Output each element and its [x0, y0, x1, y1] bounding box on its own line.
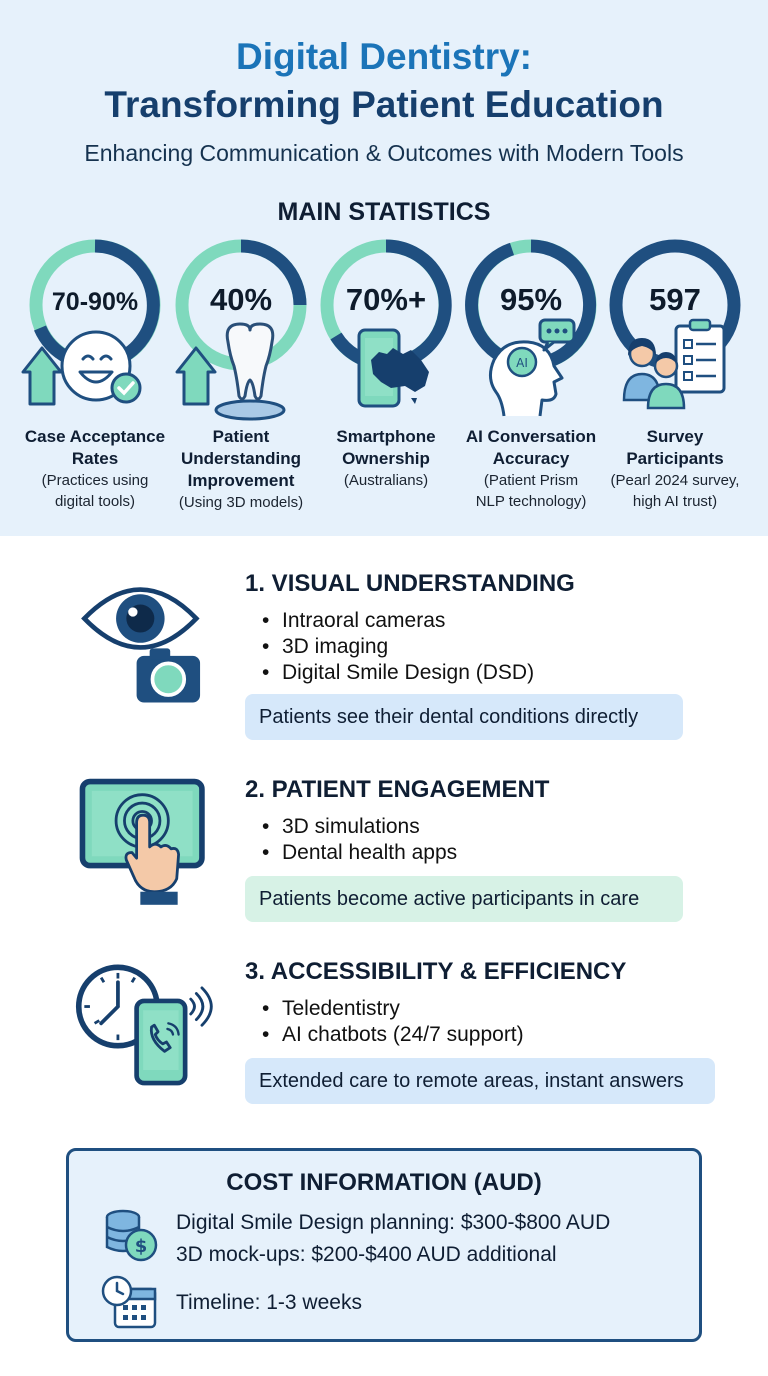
ai-head-chat-icon: AI [489, 318, 576, 417]
stat-value: 597 [649, 282, 701, 317]
title-line-2: Transforming Patient Education [104, 84, 664, 125]
feature-callout: Extended care to remote areas, instant a… [245, 1058, 715, 1104]
bullet-item: Teledentistry [262, 996, 524, 1022]
tablet-touch-icon [79, 778, 205, 905]
clock-phone-icon [75, 964, 213, 1086]
feature-heading: 3. ACCESSIBILITY & EFFICIENCY [245, 958, 627, 985]
smiley-arrow-check-icon [21, 330, 142, 406]
stats-heading: MAIN STATISTICS [277, 198, 491, 226]
stat-note: (Australians) [343, 472, 429, 489]
svg-text:AI: AI [516, 356, 528, 370]
stat-value: 95% [499, 282, 563, 317]
cost-heading: COST INFORMATION (AUD) [226, 1169, 542, 1196]
bullet-item: AI chatbots (24/7 support) [262, 1022, 524, 1048]
feature-heading: 2. PATIENT ENGAGEMENT [245, 776, 550, 803]
cost-3d-mockups: 3D mock-ups: $200-$400 AUD additional [176, 1243, 557, 1266]
svg-text:$: $ [135, 1236, 148, 1257]
feature-callout: Patients see their dental conditions dir… [245, 694, 683, 740]
title-line-1: Digital Dentistry: [235, 36, 533, 77]
subtitle: Enhancing Communication & Outcomes with … [84, 140, 684, 166]
bullet-item: Digital Smile Design (DSD) [262, 660, 534, 686]
stat-value: 70-90% [51, 288, 139, 316]
tooth-model-icon [175, 322, 286, 421]
bullet-item: 3D simulations [262, 814, 457, 840]
stat-value: 70%+ [345, 282, 427, 317]
smartphone-australia-icon [357, 328, 429, 408]
cost-timeline: Timeline: 1-3 weeks [176, 1291, 362, 1314]
stat-note: (Pearl 2024 survey,high AI trust) [610, 472, 740, 510]
bullet-item: Dental health apps [262, 840, 457, 866]
feature-callout: Patients become active participants in c… [245, 876, 683, 922]
clock-calendar-icon [101, 1275, 157, 1329]
top-section [0, 0, 768, 536]
stat-note: (Using 3D models) [178, 494, 304, 511]
feature-bullets: 3D simulations Dental health apps [262, 814, 457, 866]
feature-bullets: Teledentistry AI chatbots (24/7 support) [262, 996, 524, 1048]
feature-bullets: Intraoral cameras 3D imaging Digital Smi… [262, 608, 534, 686]
cost-information-panel: COST INFORMATION (AUD) $ Digital Smile D… [66, 1148, 702, 1342]
eye-camera-icon [81, 587, 201, 703]
stat-value: 40% [209, 282, 273, 317]
coins-dollar-icon: $ [105, 1209, 158, 1262]
people-clipboard-icon [622, 318, 726, 410]
feature-heading: 1. VISUAL UNDERSTANDING [245, 570, 575, 597]
bullet-item: Intraoral cameras [262, 608, 534, 634]
cost-dsd-planning: Digital Smile Design planning: $300-$800… [176, 1211, 611, 1234]
bullet-item: 3D imaging [262, 634, 534, 660]
